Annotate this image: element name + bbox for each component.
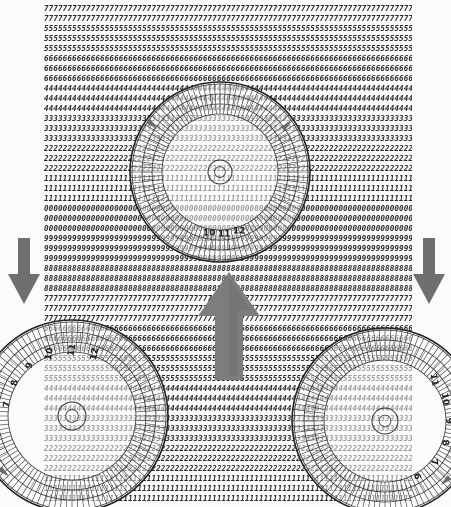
dial-number-label: 10 [203,229,216,239]
dial-number-label: 9 [443,417,451,425]
dial-number-label: 10 [44,347,56,361]
right-down-arrow-icon [413,238,445,304]
digit-row: 6666666666666666666666666666666666666666… [44,64,412,74]
digit-row: 5555555555555555555555555555555555555555… [44,44,412,54]
digit-row: 7777777777777777777777777777777777777777… [44,14,412,24]
dial-number-label: 10 [439,392,451,406]
dial-number-label: 11 [428,373,440,387]
digit-row: 7777777777777777777777777777777777777777… [44,4,412,14]
digit-row: 6666666666666666666666666666666666666666… [44,54,412,64]
left-down-arrow-icon [8,238,40,304]
dial-number-label: 12 [89,347,101,361]
digit-row: 5555555555555555555555555555555555555555… [44,34,412,44]
dial-number-label: 12 [233,226,246,236]
digit-row: 5555555555555555555555555555555555555555… [44,24,412,34]
dial-number-label: 11 [218,229,231,239]
center-up-arrow-icon [198,272,260,380]
